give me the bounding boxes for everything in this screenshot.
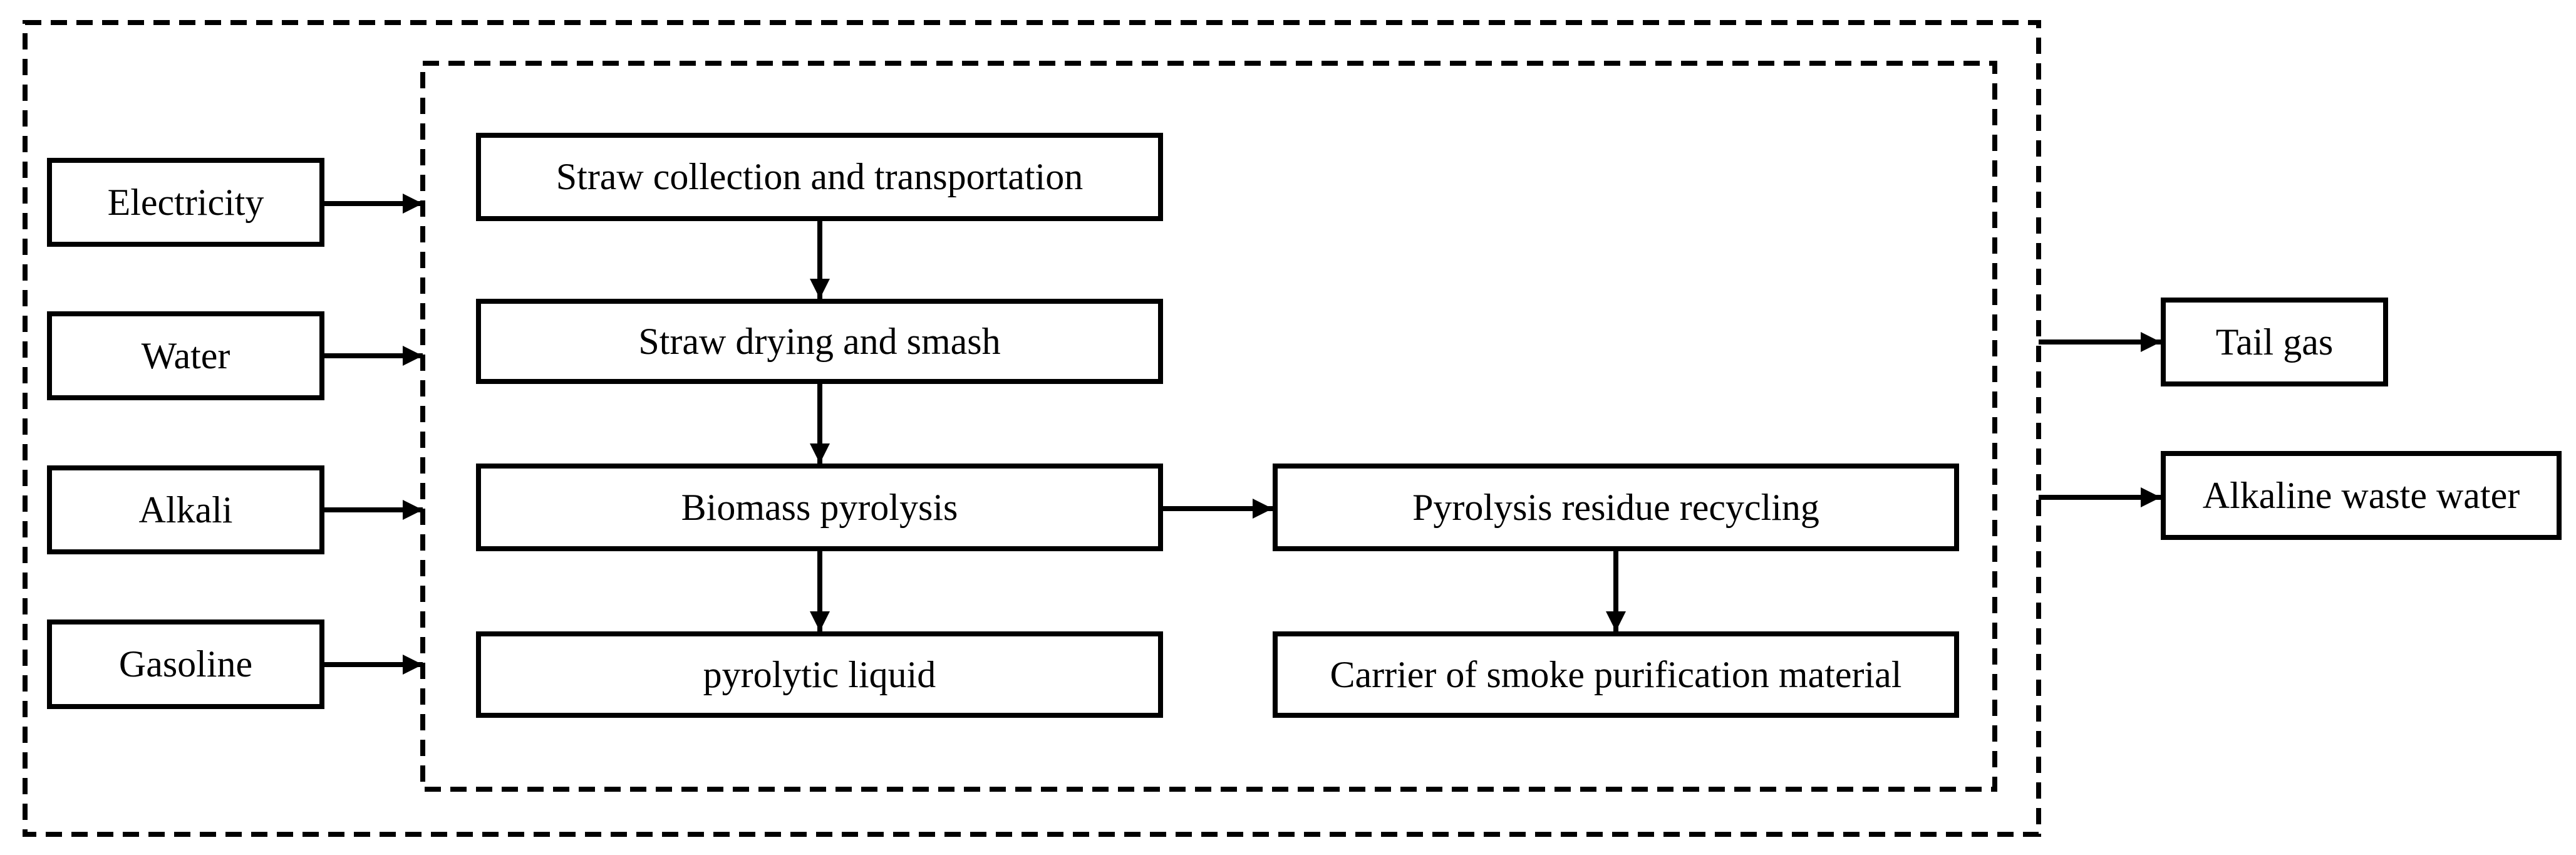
process-box-pyrolytic-liquid: pyrolytic liquid [476, 631, 1163, 718]
process-box-residue-recycling: Pyrolysis residue recycling [1273, 464, 1959, 551]
input-box-electricity: Electricity [47, 158, 324, 247]
output-box-tail-gas: Tail gas [2161, 298, 2388, 386]
output-box-alkaline-waste-water: Alkaline waste water [2161, 451, 2562, 540]
input-box-water: Water [47, 311, 324, 400]
input-box-gasoline: Gasoline [47, 619, 324, 709]
inner-process-boundary [420, 61, 1997, 792]
outer-system-boundary [23, 20, 2041, 837]
process-box-smoke-carrier: Carrier of smoke purification material [1273, 631, 1959, 718]
process-box-straw-drying: Straw drying and smash [476, 299, 1163, 384]
input-box-alkali: Alkali [47, 465, 324, 554]
process-box-biomass-pyrolysis: Biomass pyrolysis [476, 464, 1163, 551]
process-box-straw-collection: Straw collection and transportation [476, 133, 1163, 221]
